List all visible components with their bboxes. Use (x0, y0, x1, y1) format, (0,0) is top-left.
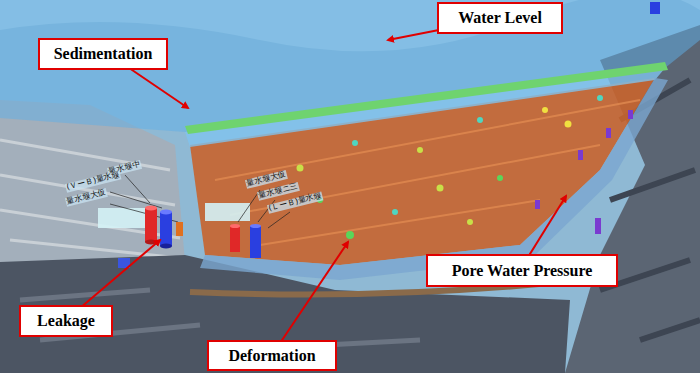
callout-box: Sedimentation (38, 38, 168, 70)
callout-text: Sedimentation (54, 45, 153, 63)
callout-box: Deformation (207, 340, 337, 371)
callout-text: Pore Water Pressure (452, 262, 593, 280)
callout-text: Water Level (458, 9, 542, 27)
callout-box: Leakage (19, 305, 113, 337)
leader-arrow (272, 242, 348, 355)
callout-text: Leakage (37, 312, 95, 330)
callout-box: Water Level (437, 2, 563, 34)
callout-text: Deformation (228, 347, 315, 365)
callout-box: Pore Water Pressure (426, 254, 618, 287)
